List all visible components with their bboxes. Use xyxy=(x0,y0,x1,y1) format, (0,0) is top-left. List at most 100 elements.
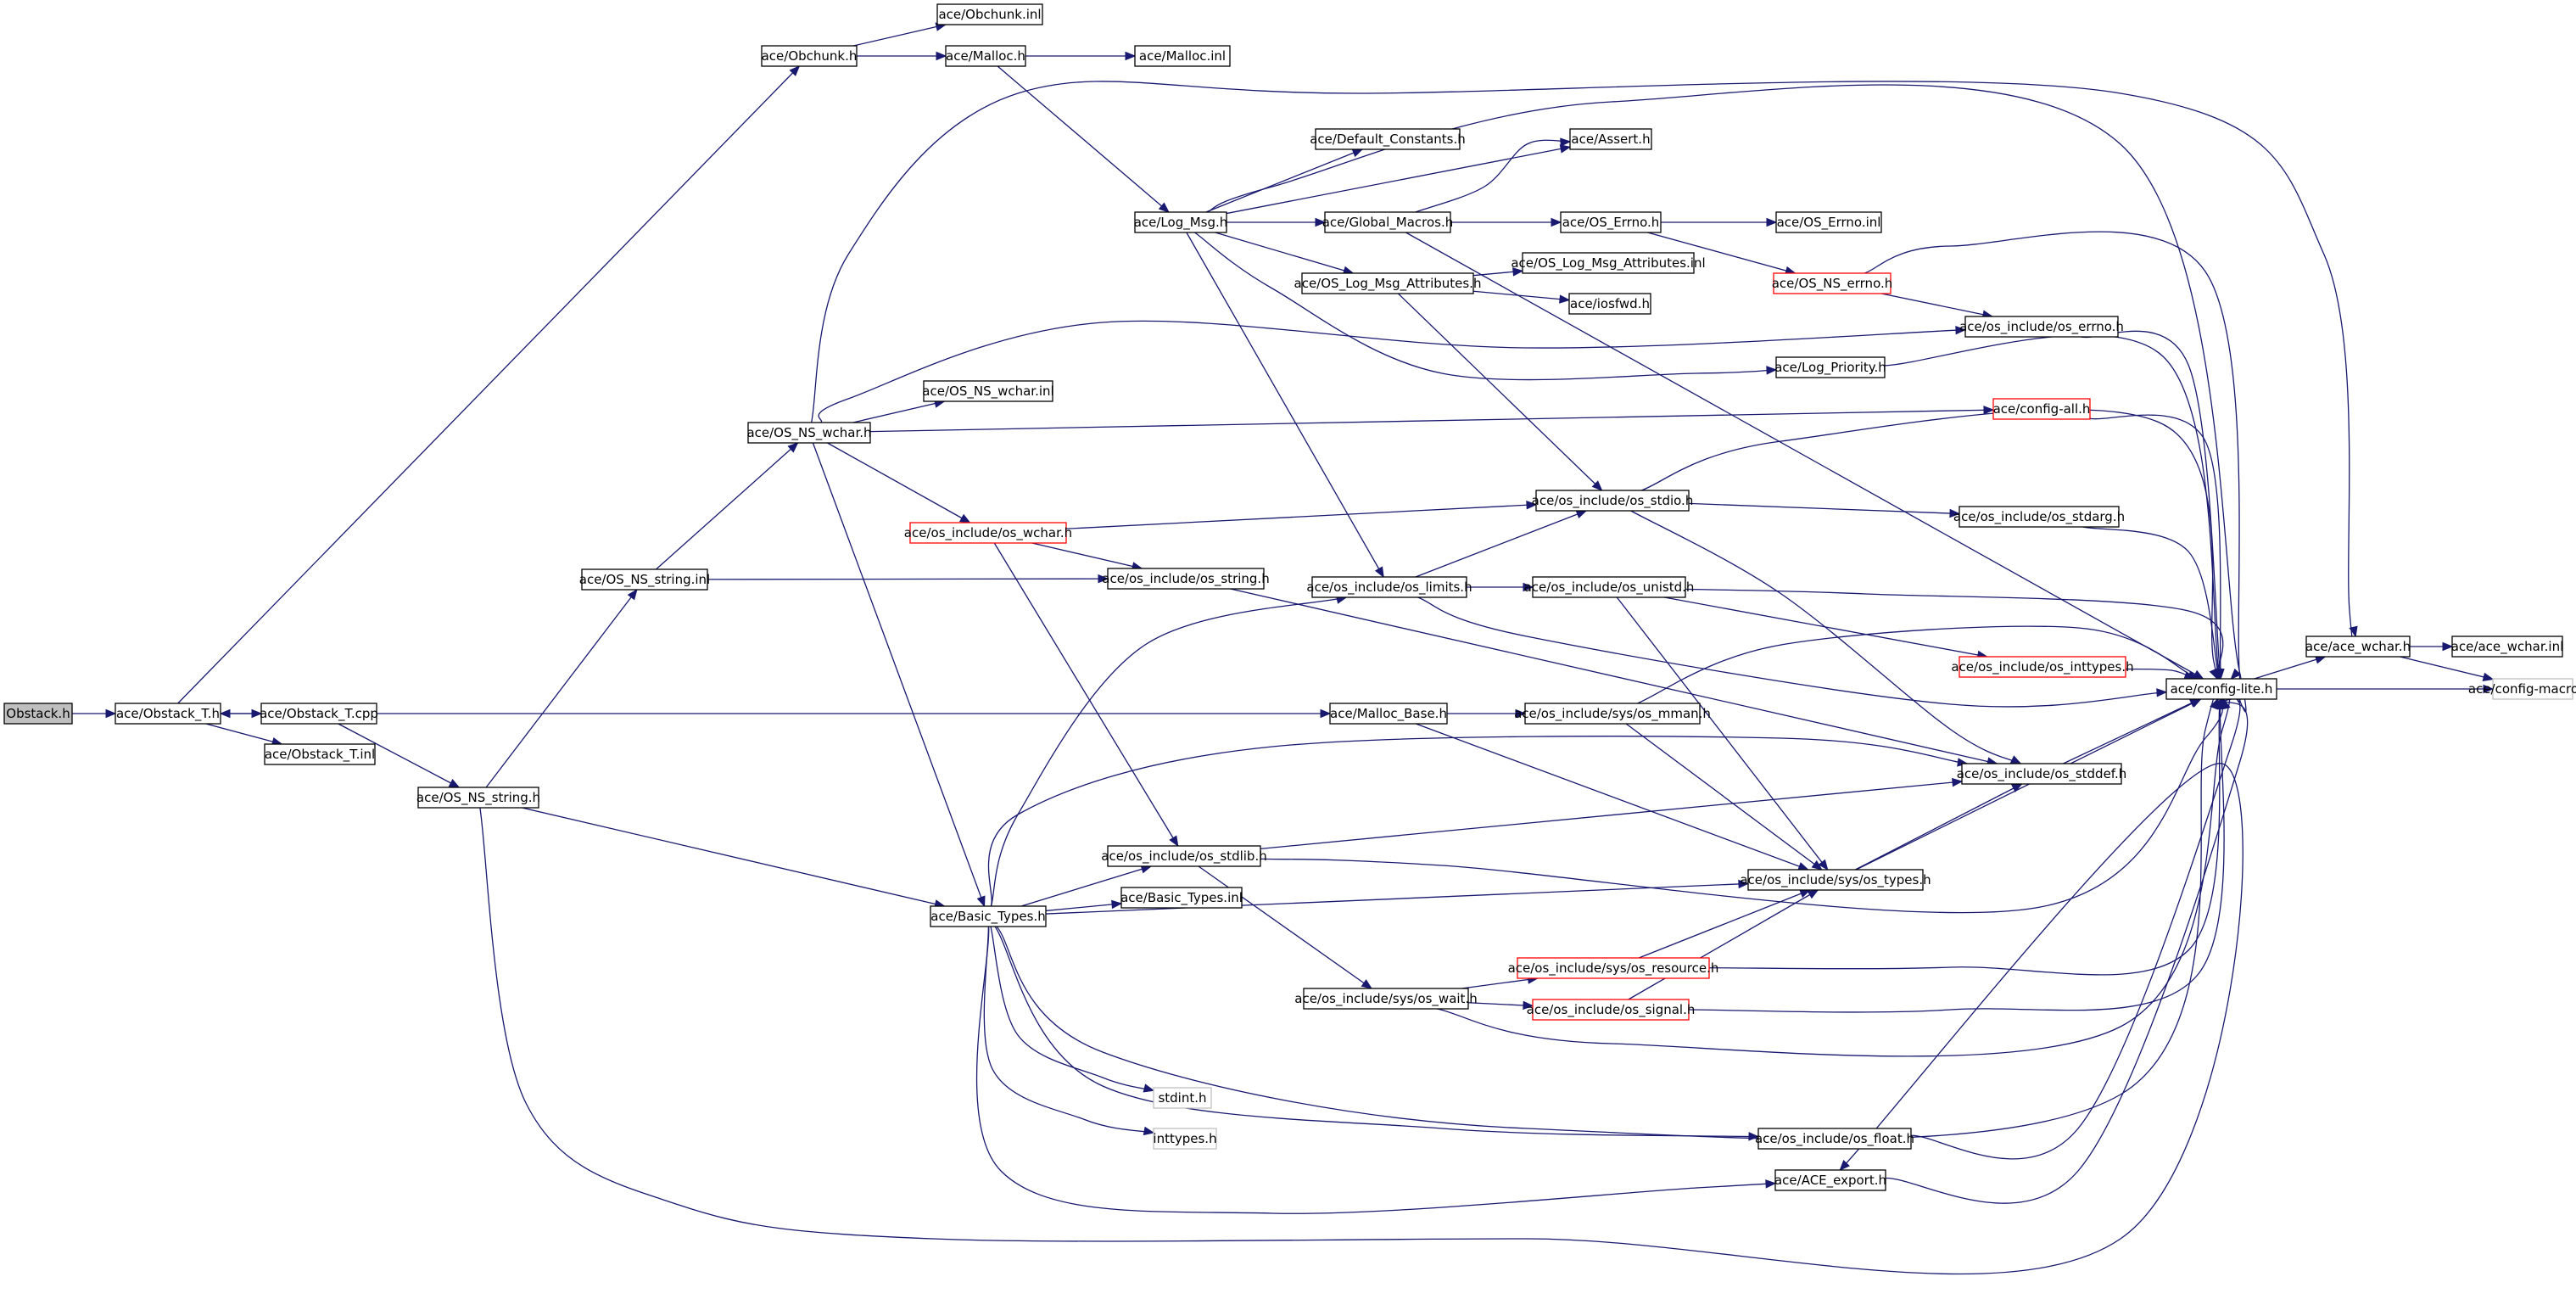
edge-line xyxy=(852,400,945,423)
node-os-include-os-float-h[interactable]: ace/os_include/os_float.h xyxy=(1755,1128,1914,1150)
node-os-errno-h[interactable]: ace/OS_Errno.h xyxy=(1560,211,1662,233)
node-os-errno-inl[interactable]: ace/OS_Errno.inl xyxy=(1775,211,1882,233)
node-os-include-sys-os-resource-h[interactable]: ace/os_include/sys/os_resource.h xyxy=(1508,957,1719,979)
edge-arrowhead xyxy=(1169,835,1179,848)
edge-line xyxy=(1186,232,1384,578)
node-box xyxy=(1524,703,1701,725)
node-box xyxy=(1301,272,1474,294)
edge-os_include_os_errno_h-to-config_lite_h xyxy=(2080,330,2224,680)
edge-arrowhead xyxy=(787,442,799,453)
node-log-msg-h[interactable]: ace/Log_Msg.h xyxy=(1134,211,1228,233)
node-box xyxy=(1107,568,1265,590)
node-box xyxy=(1324,211,1451,233)
edge-os_include_sys_os_resource_h-to-os_include_sys_os_types_h xyxy=(1638,889,1811,959)
edge-line xyxy=(990,926,1154,1091)
node-box xyxy=(2492,678,2573,700)
node-label: ace/Obchunk.inl xyxy=(938,7,1041,22)
edge-os_ns_errno_h-to-os_include_os_errno_h xyxy=(1880,293,1994,319)
node-os-include-os-stdio-h[interactable]: ace/os_include/os_stdio.h xyxy=(1532,490,1694,512)
edge-arrowhead xyxy=(627,588,638,601)
node-os-include-os-wchar-h[interactable]: ace/os_include/os_wchar.h xyxy=(904,522,1072,544)
node-os-include-os-stdlib-h[interactable]: ace/os_include/os_stdlib.h xyxy=(1101,845,1267,867)
edge-arrowhead xyxy=(1575,510,1588,519)
edge-arrowhead xyxy=(1111,899,1123,910)
edge-line xyxy=(1855,783,2022,871)
edge-line xyxy=(1472,290,1570,301)
node-label: ace/OS_NS_wchar.h xyxy=(746,425,871,441)
node-label: ace/Log_Priority.h xyxy=(1774,360,1886,376)
node-label: ace/os_include/sys/os_mman.h xyxy=(1514,706,1711,722)
node-obchunk-h[interactable]: ace/Obchunk.h xyxy=(761,45,858,67)
edge-line xyxy=(1640,409,2221,686)
node-ace-export-h[interactable]: ace/ACE_export.h xyxy=(1774,1169,1886,1191)
node-obchunk-inl[interactable]: ace/Obchunk.inl xyxy=(936,3,1043,25)
node-ace-wchar-inl[interactable]: ace/ace_wchar.inl xyxy=(2451,636,2564,658)
node-os-log-msg-attributes-h[interactable]: ace/OS_Log_Msg_Attributes.h xyxy=(1294,272,1482,294)
node-os-include-os-stdarg-h[interactable]: ace/os_include/os_stdarg.h xyxy=(1953,506,2125,528)
edge-line xyxy=(1880,293,1993,317)
node-default-constants-h[interactable]: ace/Default_Constants.h xyxy=(1310,128,1466,150)
edge-arrowhead xyxy=(936,51,947,61)
edge-os_include_os_signal_h-to-os_include_sys_os_types_h xyxy=(1628,889,1819,1000)
node-assert-h[interactable]: ace/Assert.h xyxy=(1569,128,1652,150)
node-os-include-sys-os-types-h[interactable]: ace/os_include/sys/os_types.h xyxy=(1740,869,1931,891)
edge-os_include_os_stdio_h-to-os_include_os_stdarg_h xyxy=(1688,502,1961,518)
node-box xyxy=(581,568,708,591)
edges-layer xyxy=(72,22,2495,1275)
node-os-ns-string-inl[interactable]: ace/OS_NS_string.inl xyxy=(579,568,710,591)
node-os-ns-string-h[interactable]: ace/OS_NS_string.h xyxy=(416,787,540,809)
node-basic-types-h[interactable]: ace/Basic_Types.h xyxy=(930,905,1047,927)
node-config-all-h[interactable]: ace/config-all.h xyxy=(1992,398,2091,420)
node-label: ace/os_include/os_wchar.h xyxy=(904,525,1072,541)
edge-line xyxy=(2400,656,2494,680)
node-os-ns-wchar-h[interactable]: ace/OS_NS_wchar.h xyxy=(746,422,872,444)
node-obstack-t-h[interactable]: ace/Obstack_T.h xyxy=(115,703,221,725)
node-os-include-sys-os-mman-h[interactable]: ace/os_include/sys/os_mman.h xyxy=(1514,703,1711,725)
edge-obstack_t_cpp-to-malloc_base_h xyxy=(377,708,1332,719)
node-config-lite-h[interactable]: ace/config-lite.h xyxy=(2165,678,2277,700)
node-malloc-base-h[interactable]: ace/Malloc_Base.h xyxy=(1329,703,1448,725)
node-box xyxy=(923,380,1053,402)
node-box xyxy=(1134,211,1227,233)
node-label: ace/Default_Constants.h xyxy=(1310,132,1466,148)
edge-basic_types_h-to-config_lite_h xyxy=(996,691,2218,1140)
node-os-ns-errno-h[interactable]: ace/OS_NS_errno.h xyxy=(1772,272,1893,294)
edge-os_include_os_stdio_h-to-config_lite_h xyxy=(1640,409,2221,686)
node-os-include-sys-os-wait-h[interactable]: ace/os_include/sys/os_wait.h xyxy=(1294,988,1478,1010)
node-ace-wchar-h[interactable]: ace/ace_wchar.h xyxy=(2305,636,2411,658)
node-global-macros-h[interactable]: ace/Global_Macros.h xyxy=(1322,211,1454,233)
edge-line xyxy=(1685,588,2224,680)
node-box xyxy=(3,703,73,725)
edge-os_ns_string_inl-to-os_include_os_string_h xyxy=(707,574,1109,584)
edge-arrowhead xyxy=(2209,668,2218,680)
node-os-include-os-signal-h[interactable]: ace/os_include/os_signal.h xyxy=(1527,999,1696,1021)
node-obstack-t-cpp[interactable]: ace/Obstack_T.cpp xyxy=(260,703,378,725)
edge-config_lite_h-to-ace_wchar_h xyxy=(2254,655,2327,680)
edge-os_include_sys_os_mman_h-to-os_include_sys_os_types_h xyxy=(1625,723,1823,871)
edge-line xyxy=(1864,231,2241,703)
edge-log_msg_h-to-os_log_msg_attributes_h xyxy=(1215,232,1355,275)
node-log-priority-h[interactable]: ace/Log_Priority.h xyxy=(1774,356,1886,378)
edge-arrowhead xyxy=(1551,217,1562,227)
node-os-include-os-limits-h[interactable]: ace/os_include/os_limits.h xyxy=(1306,576,1472,598)
node-os-include-os-stddef-h[interactable]: ace/os_include/os_stddef.h xyxy=(1957,763,2127,785)
edge-os_include_os_unistd_h-to-config_lite_h xyxy=(1685,588,2224,680)
node-label: ace/os_include/sys/os_types.h xyxy=(1740,872,1931,888)
edge-line xyxy=(177,65,800,704)
node-malloc-h[interactable]: ace/Malloc.h xyxy=(945,45,1026,67)
node-obstack-t-inl[interactable]: ace/Obstack_T.inl xyxy=(264,743,376,765)
node-os-include-os-errno-h[interactable]: ace/os_include/os_errno.h xyxy=(1959,316,2124,338)
node-os-log-msg-attributes-inl[interactable]: ace/OS_Log_Msg_Attributes.inl xyxy=(1511,252,1706,274)
node-os-ns-wchar-inl[interactable]: ace/OS_NS_wchar.inl xyxy=(922,380,1054,402)
node-os-include-os-inttypes-h[interactable]: ace/os_include/os_inttypes.h xyxy=(1951,656,2134,678)
node-basic-types-inl[interactable]: ace/Basic_Types.inl xyxy=(1120,887,1243,909)
edge-arrowhead xyxy=(219,708,231,719)
node-label: inttypes.h xyxy=(1153,1131,1216,1146)
node-os-include-os-unistd-h[interactable]: ace/os_include/os_unistd.h xyxy=(1524,576,1695,598)
node-os-include-os-string-h[interactable]: ace/os_include/os_string.h xyxy=(1102,568,1270,590)
node-malloc-inl[interactable]: ace/Malloc.inl xyxy=(1134,45,1231,67)
edge-arrowhead xyxy=(1811,859,1823,871)
edge-line xyxy=(1884,334,2221,680)
node-iosfwd-h[interactable]: ace/iosfwd.h xyxy=(1568,293,1651,315)
edge-arrowhead xyxy=(1766,366,1778,375)
